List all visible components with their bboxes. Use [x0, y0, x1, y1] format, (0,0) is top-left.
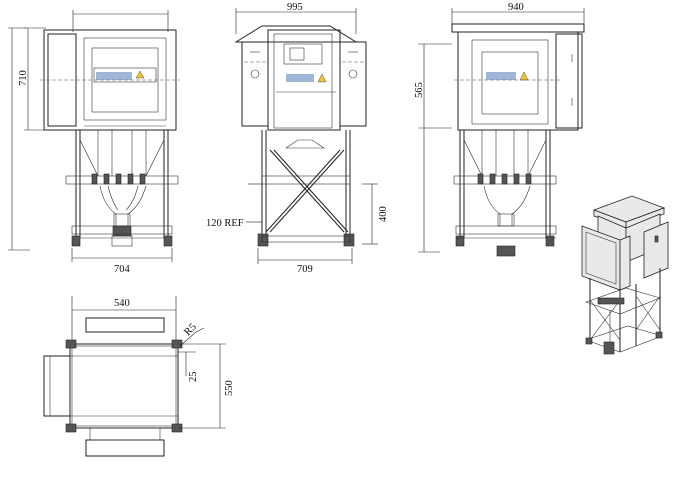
dim-plan-width: 540	[114, 298, 130, 309]
plan-view: 540 R5 25 550	[43, 296, 235, 457]
dim-front-width-base: 704	[114, 264, 131, 275]
dim-side-width-base: 709	[297, 264, 313, 275]
dim-plan-offset: 25	[188, 372, 199, 383]
rear-view: 940 565	[414, 2, 585, 257]
dim-front-height-top: 710	[18, 70, 29, 86]
dim-rear-width-top: 940	[508, 2, 524, 13]
dim-side-width-top: 995	[287, 2, 303, 13]
isometric-view	[581, 195, 669, 355]
dim-rear-height: 565	[414, 82, 425, 98]
dim-side-ref: 120 REF	[206, 218, 244, 229]
dim-plan-height: 550	[224, 380, 235, 396]
dim-plan-angle: R5	[182, 322, 198, 338]
front-view: 710	[8, 10, 180, 275]
side-view: 995	[206, 2, 389, 275]
dim-side-leg-height: 400	[378, 206, 389, 222]
